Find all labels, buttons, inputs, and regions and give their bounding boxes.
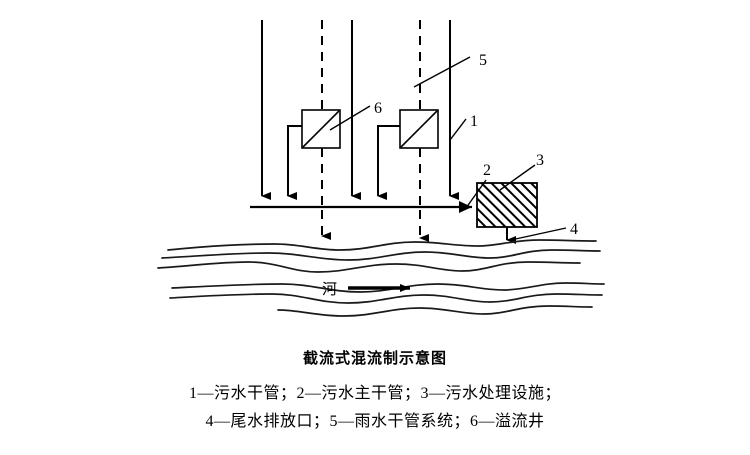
callout-leader-1 [449,118,467,141]
callout-group: 5 6 1 2 3 4 [329,52,578,241]
stormwater-trunk-group [321,20,429,242]
overflow-intercept-pipe-right [377,125,400,200]
river-bank-line-4 [171,282,605,293]
sewage-trunk-group [261,20,459,200]
river-group [157,239,605,317]
callout-label-4: 4 [570,221,578,238]
figure-title: 截流式混流制示意图 [302,351,447,367]
callout-leader-3 [499,164,536,191]
river-bank-line-2 [161,249,601,261]
river-bank-line-5 [169,293,603,304]
figure-legend-line-2: 4—尾水排放口；5—雨水干管系统；6—溢流井 [205,413,545,430]
overflow-intercept-pipe-left [287,125,302,200]
treatment-facility [476,182,538,228]
callout-label-3: 3 [536,152,544,169]
callout-leader-5 [413,56,471,88]
callout-leader-6 [329,105,371,131]
overflow-well-right [377,109,439,200]
river-bank-line-1 [167,239,597,251]
schematic-diagram: 河 5 6 1 2 3 4 [157,20,605,317]
figure-legend-line-1: 1—污水干管；2—污水主干管；3—污水处理设施； [188,385,561,402]
callout-label-5: 5 [479,52,487,69]
callout-leader-4 [510,227,567,241]
treatment-facility-box [476,182,538,228]
river-flow-label: 河 [322,281,337,298]
callout-label-2: 2 [483,162,491,179]
figure-caption-block: 截流式混流制示意图 1—污水干管；2—污水主干管；3—污水处理设施； 4—尾水排… [0,340,750,436]
river-bank-line-6 [277,305,593,317]
overflow-well-diagonal-left [302,110,340,148]
overflow-well-left [287,109,341,200]
overflow-well-diagonal-right [400,110,438,148]
callout-leader-2 [465,179,487,209]
callout-label-6: 6 [374,100,382,117]
callout-label-1: 1 [470,113,478,130]
river-bank-line-3 [157,261,581,273]
